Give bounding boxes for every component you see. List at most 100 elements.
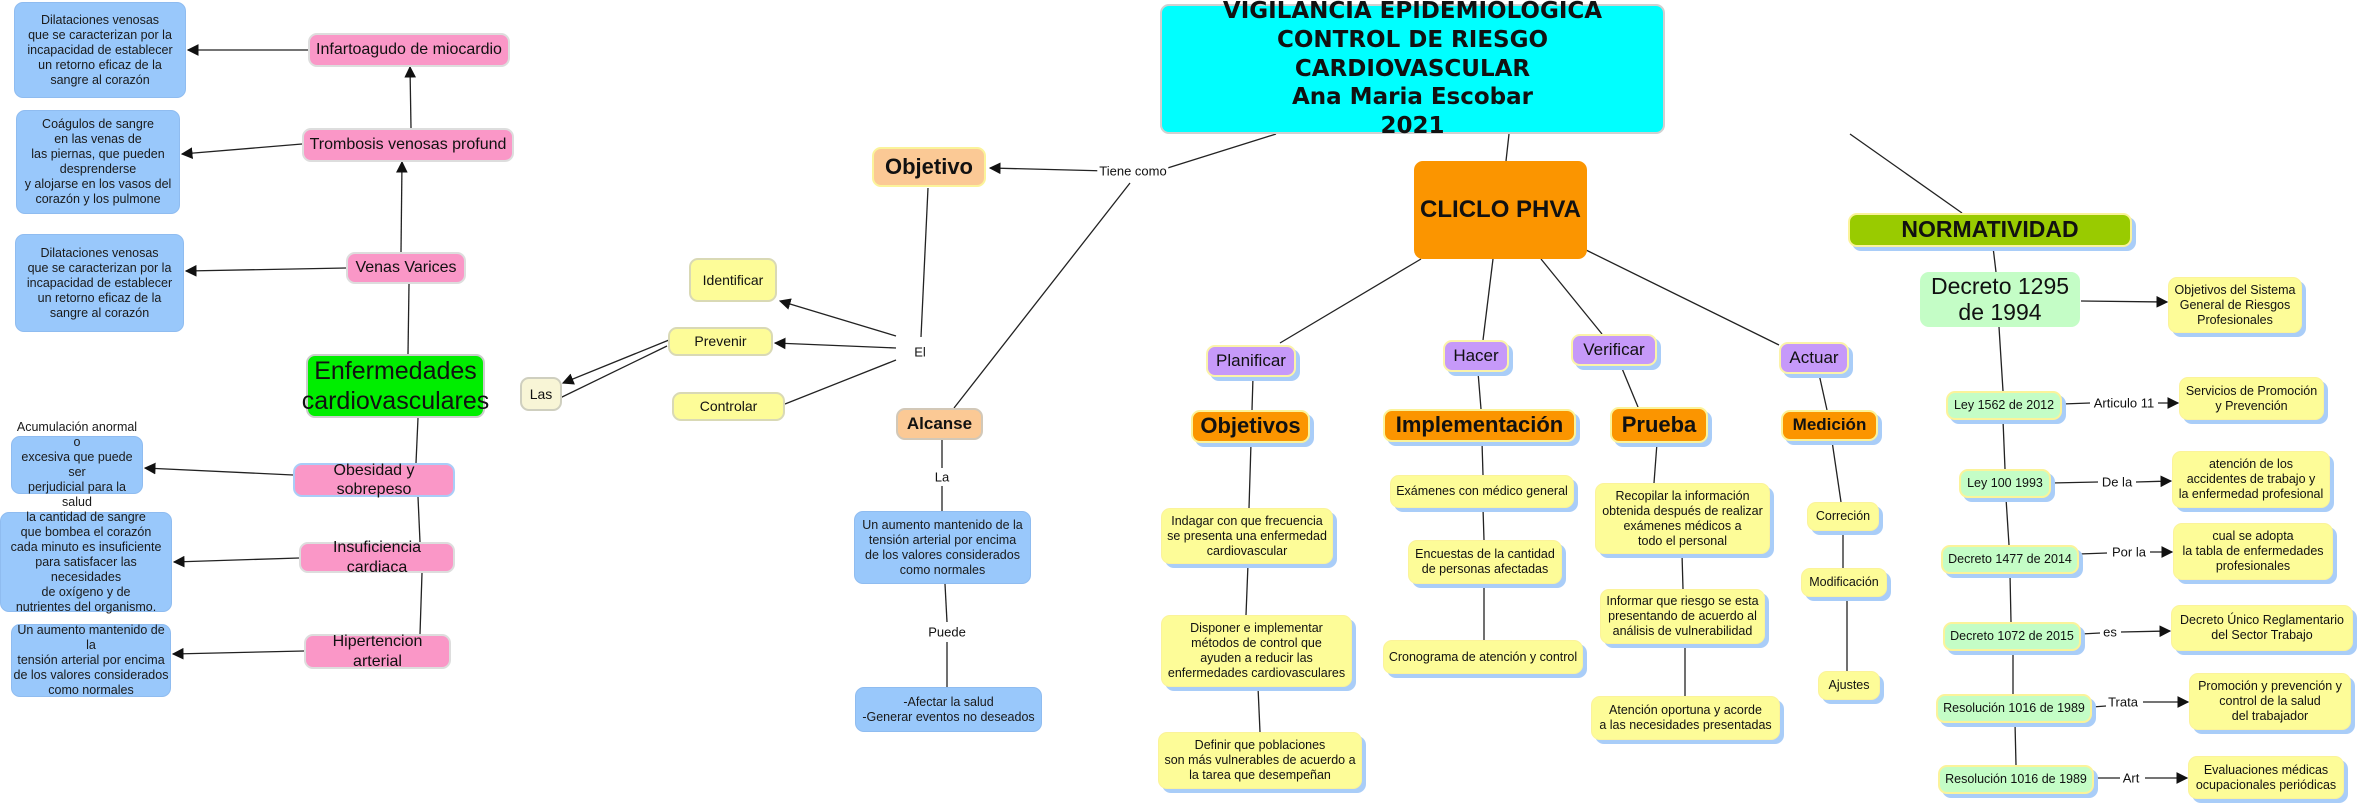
line-connector	[1481, 441, 1484, 476]
action-identificar[interactable]: Identificar	[689, 258, 777, 302]
norm-target[interactable]: Objetivos del Sistema General de Riesgos…	[2168, 277, 2302, 333]
phase-actuar[interactable]: Actuar	[1779, 342, 1849, 374]
arrow-connector	[180, 143, 303, 159]
line-connector	[2014, 722, 2017, 766]
line-connector	[1540, 258, 1603, 335]
phase-item[interactable]: Definir que poblaciones son más vulnerab…	[1158, 732, 1362, 789]
phase-item[interactable]: Recopilar la información obtenida despué…	[1595, 483, 1770, 554]
definition-box[interactable]: Un aumento mantenido de la tensión arter…	[11, 623, 171, 697]
phase-item[interactable]: Disponer e implementar métodos de contro…	[1161, 615, 1352, 687]
line-connector	[415, 417, 419, 464]
disease-node[interactable]: Trombosis venosas profund	[302, 128, 514, 162]
norm-item[interactable]: Ley 1562 de 2012	[1946, 391, 2062, 420]
line-connector	[2009, 573, 2012, 623]
line-connector	[944, 583, 948, 623]
phase-item[interactable]: Indagar con que frecuencia se presenta u…	[1161, 508, 1333, 564]
line-connector	[419, 572, 423, 635]
arrow-connector	[773, 337, 897, 350]
alcanse-effects-box[interactable]: -Afectar la salud -Generar eventos no de…	[855, 687, 1042, 732]
line-connector	[784, 359, 897, 405]
phase-item[interactable]: Encuestas de la cantidad de personas afe…	[1408, 540, 1562, 584]
line-connector	[1279, 258, 1422, 344]
alcanse-definition-box[interactable]: Un aumento mantenido de la tensión arter…	[854, 511, 1031, 584]
phase-item[interactable]: Informar que riesgo se esta presentando …	[1600, 589, 1765, 644]
line-connector	[1248, 442, 1252, 509]
disease-node[interactable]: Insuficiencia cardiaca	[299, 539, 455, 576]
alcanse-node[interactable]: Alcanse	[896, 408, 983, 440]
line-connector	[1998, 326, 2004, 392]
norm-item[interactable]: Resolución 1016 de 1989	[1936, 694, 2092, 723]
heading-medicion[interactable]: Medición	[1781, 410, 1878, 441]
norm-item[interactable]: Resolución 1016 de 1989	[1938, 765, 2094, 794]
arrow-connector	[778, 298, 897, 337]
line-connector	[2080, 632, 2101, 635]
line-connector	[1245, 563, 1249, 616]
arrow-connector	[143, 462, 294, 476]
objetivo-node[interactable]: Objetivo	[872, 147, 986, 187]
action-controlar[interactable]: Controlar	[672, 392, 785, 421]
link-label-el: El	[912, 344, 928, 360]
disease-node[interactable]: Venas Varices	[346, 252, 466, 284]
definition-box[interactable]: Coágulos de sangre en las venas de las p…	[16, 110, 180, 214]
line-connector	[1477, 371, 1482, 410]
line-connector	[1992, 246, 1997, 273]
action-prevenir[interactable]: Prevenir	[668, 327, 773, 356]
norm-target[interactable]: Promoción y prevención y control de la s…	[2189, 673, 2351, 730]
phase-verificar[interactable]: Verificar	[1571, 334, 1657, 366]
link-label-tiene-como: Tiene como	[1097, 163, 1169, 179]
heading-implementacion[interactable]: Implementación	[1383, 409, 1576, 442]
arrow-connector	[2135, 475, 2173, 488]
norm-item[interactable]: Decreto 1295 de 1994	[1920, 272, 2080, 327]
phase-item[interactable]: Exámenes con médico general	[1390, 475, 1574, 508]
norm-item[interactable]: Decreto 1477 de 2014	[1941, 545, 2079, 574]
link-label-la: La	[932, 469, 952, 485]
line-connector	[1681, 553, 1684, 590]
norm-target[interactable]: atención de los accidentes de trabajo y …	[2172, 451, 2330, 508]
phase-hacer[interactable]: Hacer	[1443, 340, 1509, 372]
las-node[interactable]: Las	[520, 377, 562, 411]
link-label: Por la	[2110, 544, 2148, 560]
heading-objetivos[interactable]: Objetivos	[1191, 410, 1310, 443]
definition-box[interactable]: Dilataciones venosas que se caracterizan…	[15, 234, 184, 332]
link-label: es	[2101, 624, 2119, 640]
line-connector	[2002, 419, 2006, 470]
arrow-connector	[184, 264, 347, 277]
disease-node[interactable]: Hipertencion arterial	[304, 633, 451, 670]
norm-target[interactable]: Evaluaciones médicas ocupacionales perió…	[2188, 756, 2344, 799]
root-disease-node[interactable]: Enfermedades cardiovasculares	[302, 354, 489, 418]
definition-box[interactable]: Dilataciones venosas que se caracterizan…	[14, 2, 186, 98]
normatividad-node[interactable]: NORMATIVIDAD	[1848, 213, 2132, 247]
phase-item[interactable]: Cronograma de atención y control	[1383, 640, 1583, 674]
line-connector	[2091, 705, 2107, 708]
norm-target[interactable]: Servicios de Promoción y Prevención	[2179, 377, 2324, 420]
norm-item[interactable]: Decreto 1072 de 2015	[1943, 622, 2081, 651]
norm-target[interactable]: cual se adopta la tabla de enfermedades …	[2173, 523, 2333, 580]
norm-item[interactable]: Ley 100 1993	[1959, 469, 2051, 498]
line-connector	[1620, 365, 1639, 408]
phase-item[interactable]: Correción	[1807, 502, 1879, 531]
phase-planificar[interactable]: Planificar	[1206, 345, 1296, 377]
phase-item[interactable]: Modificación	[1801, 568, 1887, 597]
phase-item[interactable]: Atención oportuna y acorde a las necesid…	[1591, 696, 1780, 740]
line-connector	[1482, 507, 1485, 541]
line-connector	[1653, 442, 1658, 484]
norm-target[interactable]: Decreto Único Reglamentario del Sector T…	[2171, 605, 2353, 651]
link-label: Trata	[2106, 694, 2140, 710]
disease-node[interactable]: Obesidad y sobrepeso	[293, 462, 455, 498]
arrow-connector	[172, 555, 300, 568]
arrow-connector	[2120, 625, 2172, 638]
title-node[interactable]: VIGILANCIA EPIDEMIÓLOGICA CONTROL DE RIE…	[1160, 0, 1665, 139]
definition-box[interactable]: Acumulación anormal o excesiva que puede…	[11, 420, 143, 509]
phase-item[interactable]: Ajustes	[1818, 671, 1880, 700]
line-connector	[1482, 258, 1494, 341]
line-connector	[953, 182, 1131, 409]
phva-node[interactable]: CLICLO PHVA	[1414, 161, 1587, 259]
heading-prueba[interactable]: Prueba	[1610, 407, 1708, 443]
disease-node[interactable]: Infartoagudo de miocardio	[308, 33, 510, 67]
link-label: Art	[2120, 770, 2142, 786]
link-label-puede: Puede	[926, 624, 968, 640]
definition-box[interactable]: la cantidad de sangre que bombea el cora…	[0, 510, 172, 614]
line-connector	[1849, 133, 1963, 214]
line-connector	[920, 187, 929, 338]
line-connector	[1818, 373, 1828, 411]
